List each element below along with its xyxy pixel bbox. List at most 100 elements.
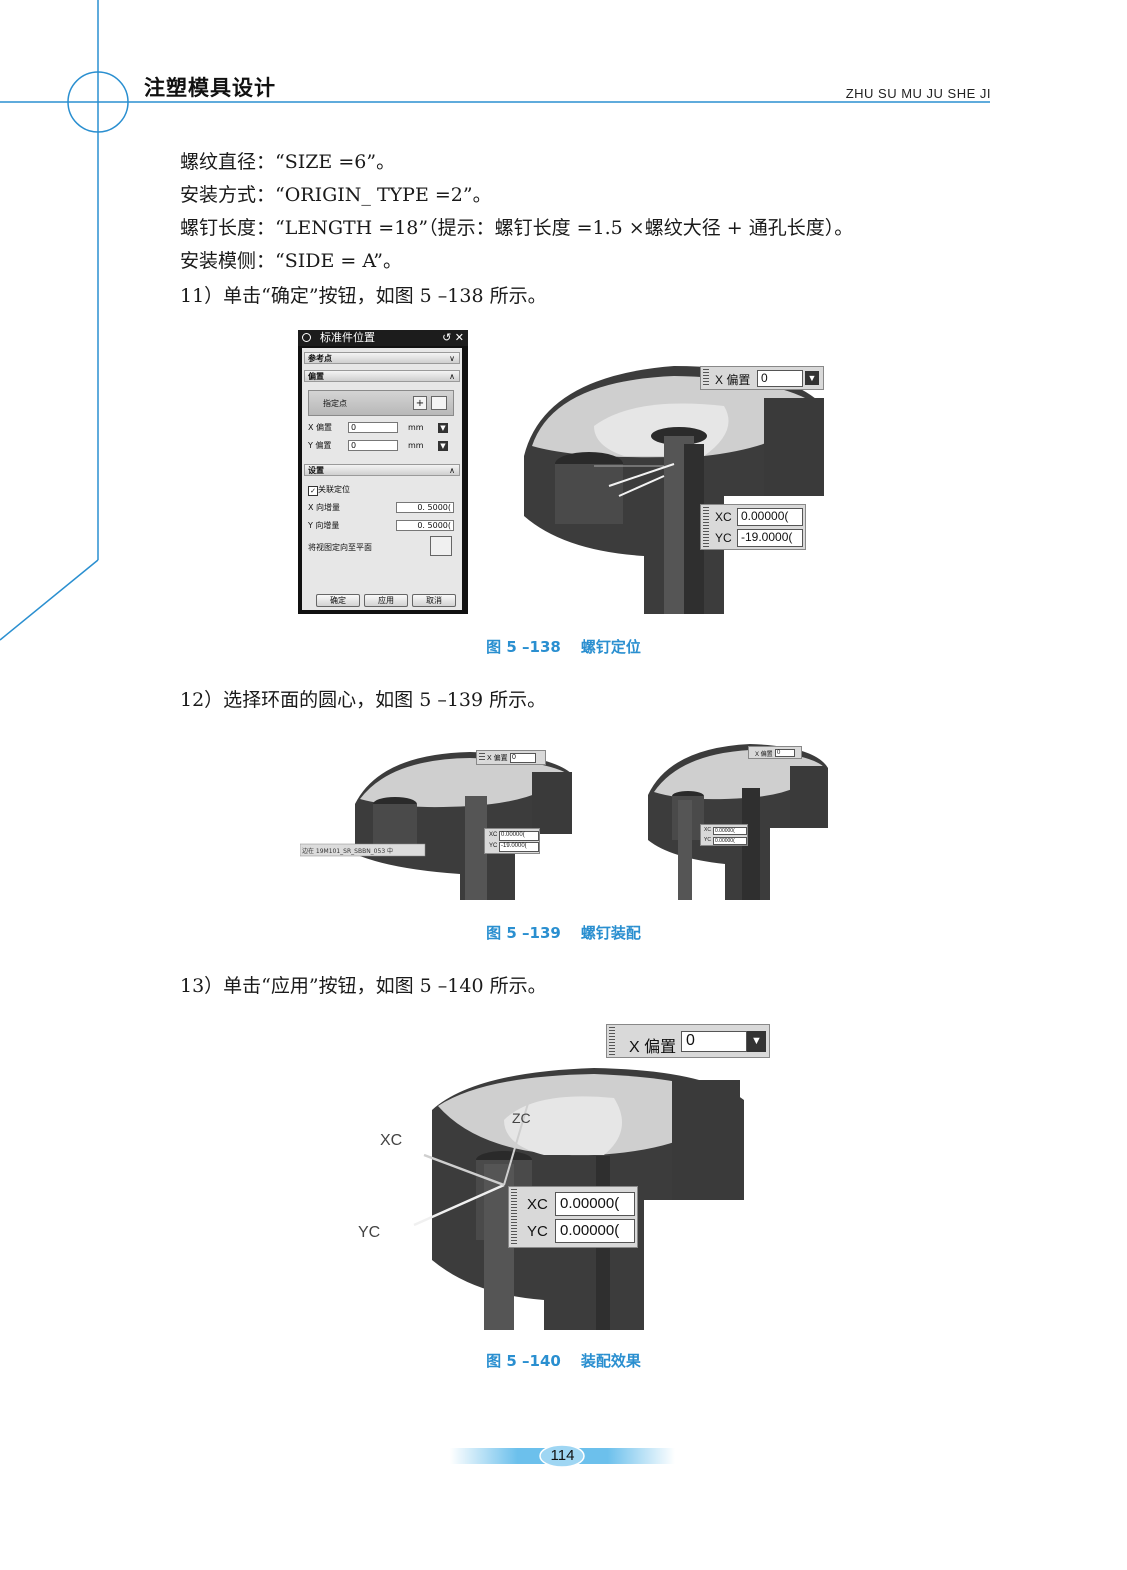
figure-139-right-viewport [630,740,830,900]
figure-title: 螺钉装配 [580,924,641,942]
yc-label: YC [715,531,732,545]
x-offset-unit: mm [408,423,424,432]
x-offset-input[interactable]: 0 [348,422,398,433]
yc-input[interactable]: 0.00000( [555,1219,635,1243]
x-offset-tag-139-right: X 偏置 0 [748,746,802,759]
dialog-gear-icon [302,333,311,342]
apply-button[interactable]: 应用 [364,594,408,607]
page-number-ribbon [450,1444,675,1468]
yc-input[interactable]: -19.0000( [499,842,539,852]
orient-view-icon[interactable] [430,536,452,556]
chevron-up-icon: ∧ [449,466,455,475]
x-offset-dropdown-icon[interactable]: ▼ [438,423,448,433]
body-line: 螺钉长度：“LENGTH =18”（提示：螺钉长度 =1.5 ×螺纹大径 + 通… [180,217,854,239]
point-dialog-icon[interactable]: + [413,396,427,410]
x-increment-input[interactable]: 0. 5000( [396,502,454,513]
xc-input[interactable]: 0.00000( [499,831,539,841]
coordinate-tag-140: XC 0.00000( YC 0.00000( [508,1186,638,1248]
x-offset-tag-label: X 偏置 [755,752,773,758]
section-offset[interactable]: 偏置∧ [304,370,460,382]
specify-point-row[interactable]: 指定点 + [308,390,454,416]
dialog-title: 标准件位置 [320,331,375,344]
y-increment-input[interactable]: 0. 5000( [396,520,454,531]
x-offset-tag-label: X 偏置 [715,373,751,387]
body-line: 安装模侧：“SIDE = A”。 [180,250,402,272]
dialog-titlebar: 标准件位置 ↺ ✕ [298,330,468,346]
body-line: 螺纹直径：“SIZE =6”。 [180,151,396,173]
yc-label: YC [704,837,711,843]
figure-number: 图 5 –138 [486,638,561,656]
grip-icon[interactable] [511,1189,517,1245]
standard-part-position-dialog: 标准件位置 ↺ ✕ 参考点∨ 偏置∧ 指定点 + X 偏置 0 mm ▼ Y 偏… [298,330,468,614]
xc-input[interactable]: 0.00000( [737,508,803,526]
dialog-title-buttons[interactable]: ↺ ✕ [442,331,464,344]
x-offset-tag-input[interactable]: 0 [510,753,536,763]
xc-label: XC [715,510,732,524]
dialog-body: 参考点∨ 偏置∧ 指定点 + X 偏置 0 mm ▼ Y 偏置 0 mm ▼ 设… [302,348,462,610]
section-label: 设置 [308,466,324,475]
x-offset-dropdown-icon[interactable]: ▼ [747,1031,766,1052]
yc-label: YC [527,1223,548,1240]
figure-title: 装配效果 [580,1352,641,1370]
orient-view-label: 将视图定向至平面 [308,543,372,552]
grip-icon[interactable] [609,1027,615,1055]
y-offset-dropdown-icon[interactable]: ▼ [438,441,448,451]
x-offset-tag-138: X 偏置 0 ▼ [700,366,824,390]
coordinate-tag-139-right: XC 0.00000( YC 0.00000( [700,824,748,846]
grip-icon[interactable] [479,753,485,762]
coordinate-tag-138: XC 0.00000( YC -19.0000( [700,504,806,550]
y-offset-label: Y 偏置 [308,441,332,450]
x-offset-tag-140: X 偏置 0 ▼ [606,1024,770,1058]
section-settings[interactable]: 设置 ∧ [304,464,460,476]
section-label: 偏置 [308,372,324,381]
grip-icon[interactable] [703,369,709,387]
x-offset-tag-139-left: X 偏置 0 [476,750,546,765]
y-offset-unit: mm [408,441,424,450]
yc-input[interactable]: 0.00000( [713,837,747,845]
grip-icon[interactable] [703,507,709,547]
page-number: 114 [550,1447,575,1464]
page-number-banner: 114 [450,1444,675,1468]
yc-label: YC [489,843,498,849]
point-type-icon[interactable] [431,396,447,410]
book-title-pinyin: ZHU SU MU JU SHE JI [845,86,991,101]
book-title: 注塑模具设计 [144,76,276,100]
x-offset-tag-input[interactable]: 0 [681,1031,747,1052]
ok-button[interactable]: 确定 [316,594,360,607]
figure-138-viewport [524,336,830,614]
figure-number: 图 5 –140 [486,1352,561,1370]
x-increment-label: X 向增量 [308,503,341,512]
y-offset-input[interactable]: 0 [348,440,398,451]
figure-title: 螺钉定位 [580,638,641,656]
xc-label: XC [527,1196,548,1213]
figure-number: 图 5 –139 [486,924,561,942]
x-offset-tag-input[interactable]: 0 [775,749,795,757]
chevron-down-icon: ∨ [449,354,455,363]
x-offset-dropdown-icon[interactable]: ▼ [805,371,819,385]
x-offset-tag-label: X 偏置 [487,755,508,762]
xc-input[interactable]: 0.00000( [555,1192,635,1216]
section-label: 参考点 [308,354,332,363]
figure-140-caption: 图 5 –140 装配效果 [0,1350,1127,1371]
yc-input[interactable]: -19.0000( [737,529,803,547]
xc-label: XC [489,832,498,838]
zc-axis-label: ZC [512,1110,531,1126]
figure-139-left-viewport [300,744,578,900]
xc-input[interactable]: 0.00000( [713,827,747,835]
status-tooltip: 边在 19M101_SR_SBBN_053 中 [302,848,394,855]
section-reference-point[interactable]: 参考点 ∨ [304,352,460,364]
x-offset-tag-label: X 偏置 [629,1039,677,1056]
cancel-button[interactable]: 取消 [412,594,456,607]
x-offset-label: X 偏置 [308,423,333,432]
x-offset-tag-input[interactable]: 0 [757,370,803,387]
step-12: 12）选择环面的圆心，如图 5 –139 所示。 [180,689,547,711]
body-line: 安装方式：“ORIGIN_ TYPE =2”。 [180,184,492,206]
associative-checkbox[interactable]: ✓ [308,486,318,496]
y-increment-label: Y 向增量 [308,521,340,530]
coordinate-tag-139-left: XC 0.00000( YC -19.0000( [484,828,540,854]
associative-label: 关联定位 [318,485,350,494]
yc-axis-label: YC [358,1224,381,1241]
xc-axis-label: XC [380,1132,403,1149]
step-13: 13）单击“应用”按钮，如图 5 –140 所示。 [180,975,547,997]
xc-label: XC [704,827,711,833]
